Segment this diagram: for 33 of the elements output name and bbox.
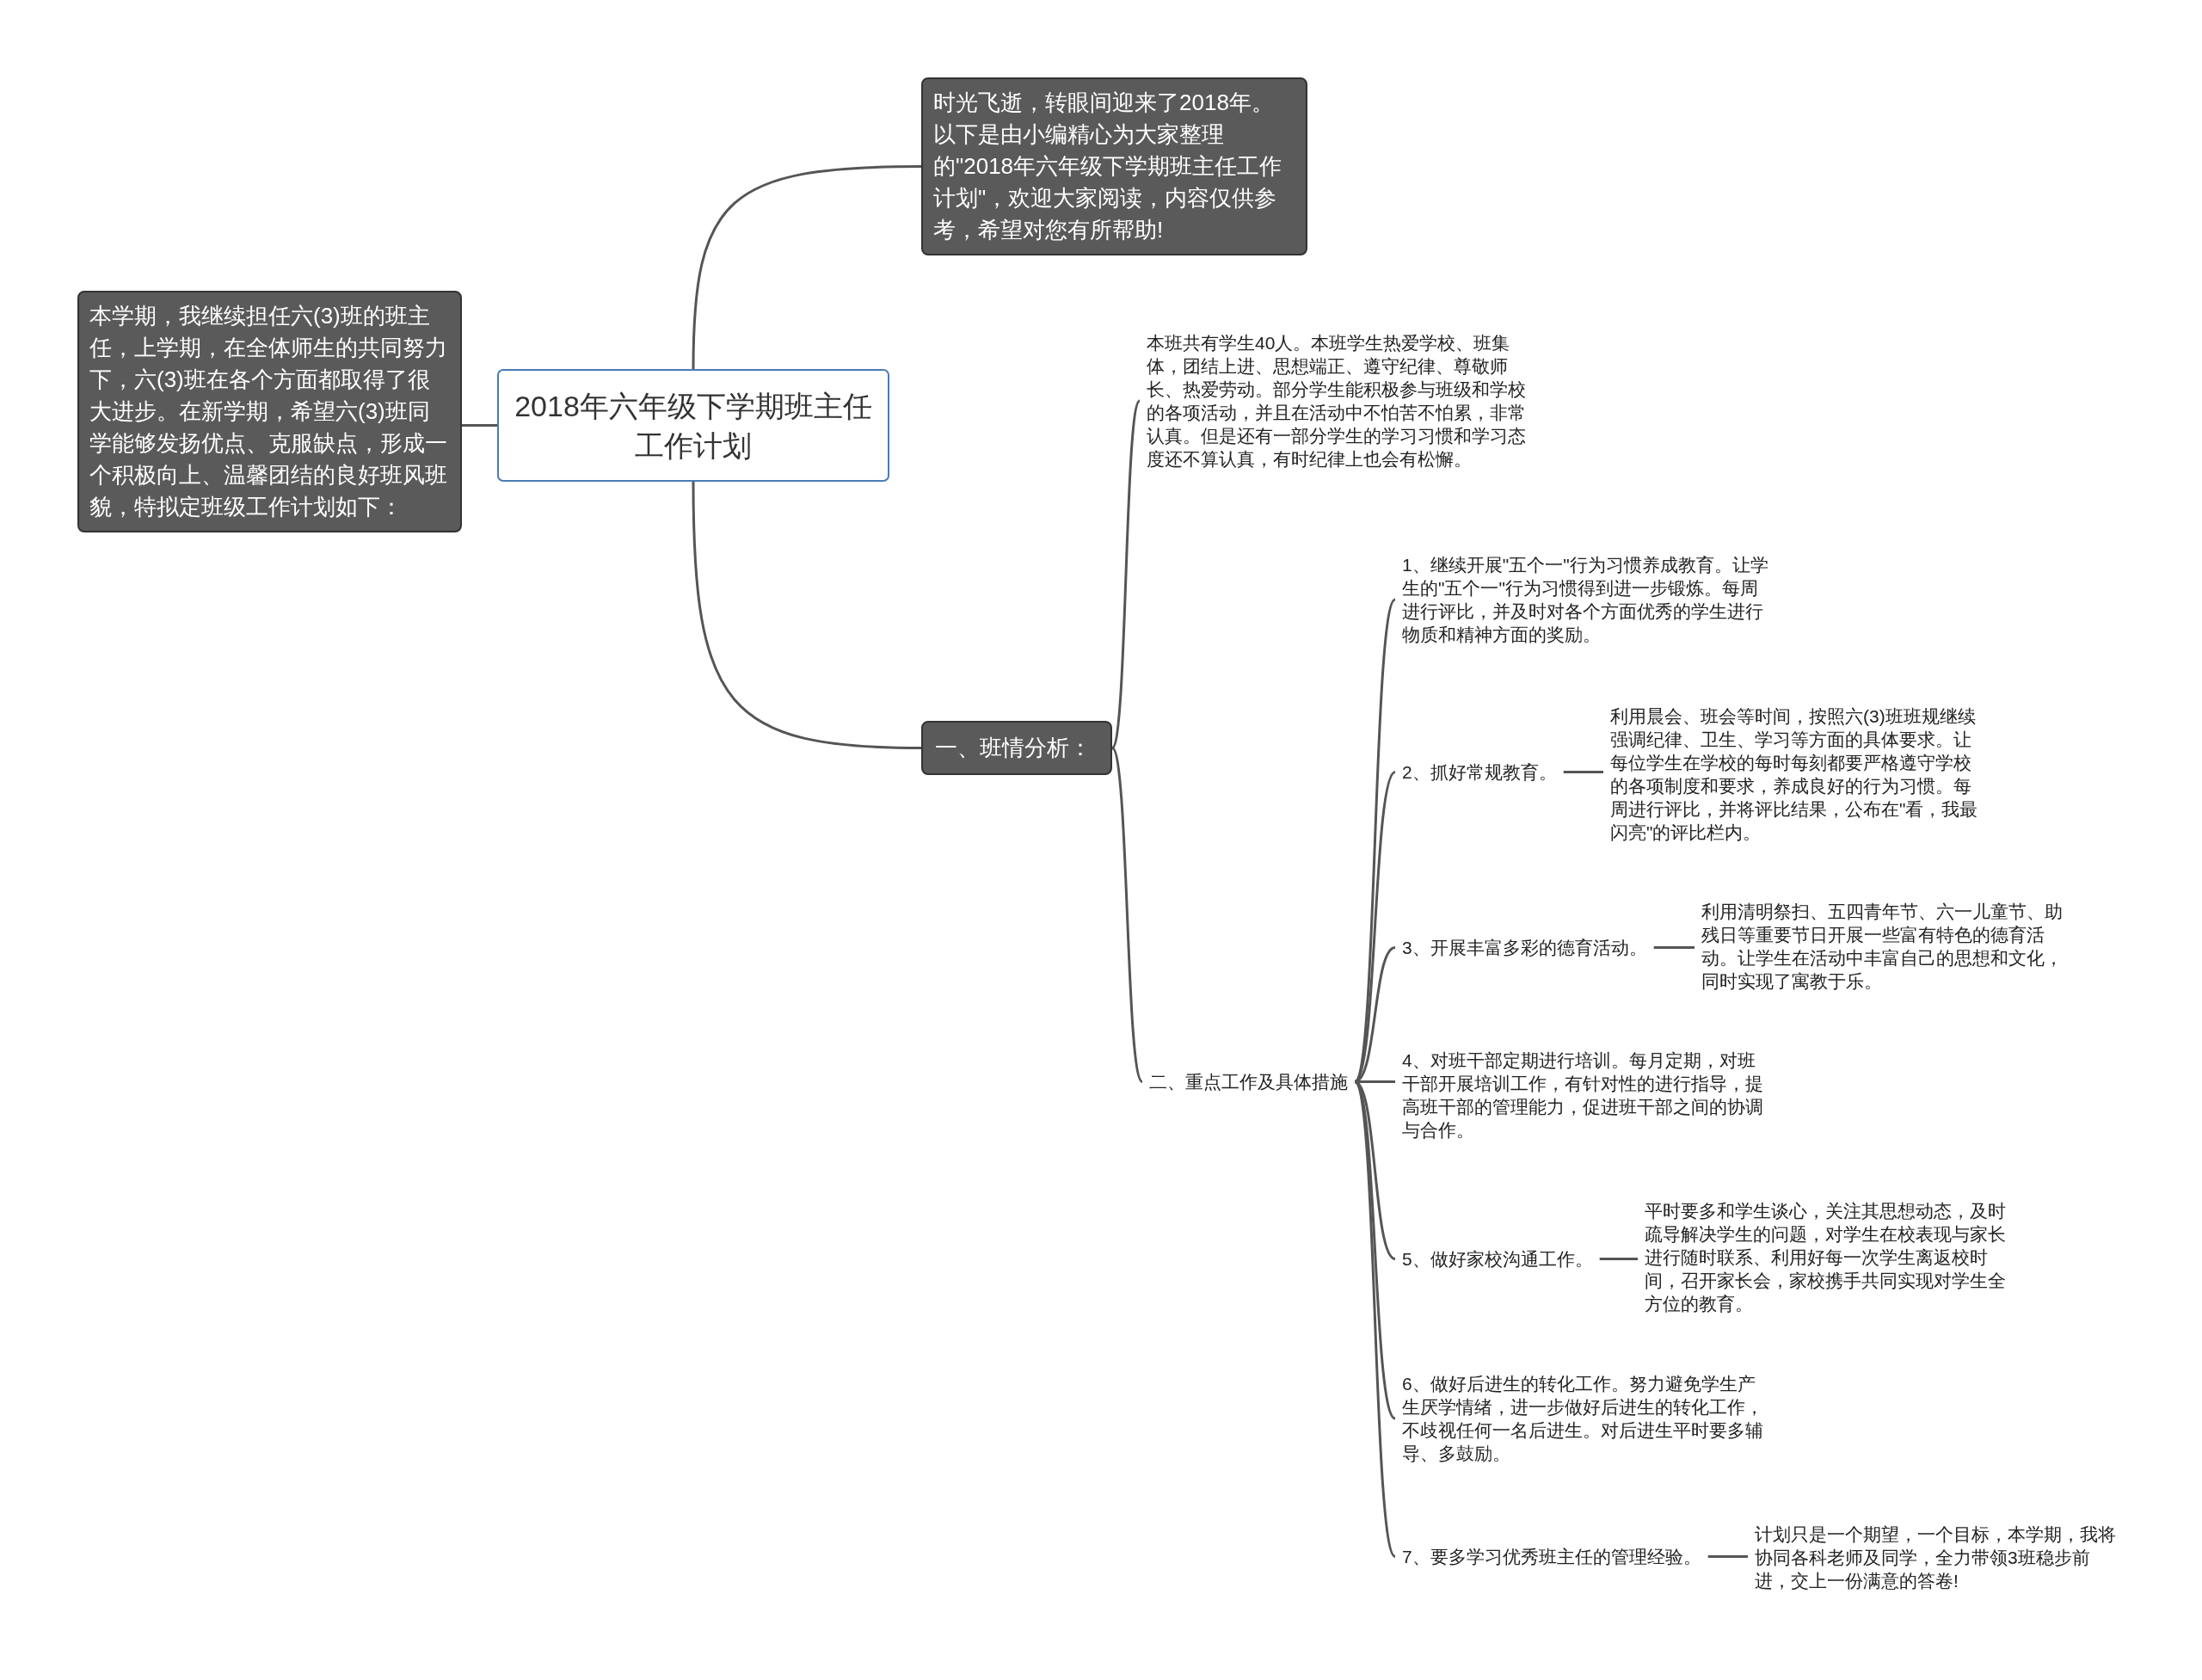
connector-line <box>1707 1555 1748 1558</box>
topic-text: 计划只是一个期望，一个目标，本学期，我将协同各科老师及同学，全力带领3班稳步前进，交上一份满意的答卷! <box>1748 1519 2131 1596</box>
connector-line <box>1653 946 1695 949</box>
note-box <box>921 77 1307 255</box>
topic-text: 3、开展丰富多彩的德育活动。 <box>1395 932 1654 963</box>
topic-text: 4、对班干部定期进行培训。每月定期，对班干部开展培训工作，有针对性的进行指导，提高班干部的管理能力，促进班干部之间的协调与合作。 <box>1395 1045 1779 1145</box>
connector-line <box>1354 946 1396 1083</box>
connector-line <box>1563 771 1603 773</box>
branch-box <box>921 721 1112 775</box>
topic-text: 1、继续开展"五个一"行为习惯养成教育。让学生的"五个一"行为习惯得到进一步锻炼。每周进行评比，并及时对各个方面优秀的学生进行物质和精神方面的奖励。 <box>1395 550 1779 649</box>
branch-text: 一、班情分析： <box>935 734 1092 762</box>
connector-line <box>1599 1258 1638 1260</box>
topic-text: 平时要多和学生谈心，关注其思想动态，及时疏导解决学生的问题，对学生在校表现与家长进行随时联系、利用好每一次学生离返校时间，召开家长会，家校携手共同实现对学生全方位的教育。 <box>1638 1196 2021 1319</box>
note-text: 本学期，我继续担任六(3)班的班主任，上学期，在全体师生的共同努力下，六(3)班在各个方面都取得了很大进步。在新学期，希望六(3)班同学能够发扬优点、克服缺点，形成一个积极向上、温馨团结的良好班风班貌，特拟定班级工作计划如下： <box>89 302 448 521</box>
connector-line <box>462 424 497 427</box>
topic-text: 6、做好后进生的转化工作。努力避免学生产生厌学情绪，进一步做好后进生的转化工作，不歧视任何一名后进生。对后进生平时要多辅导、多鼓励。 <box>1395 1369 1779 1468</box>
topic-text: 利用晨会、班会等时间，按照六(3)班班规继续强调纪律、卫生、学习等方面的具体要求。让每位学生在学校的每时每刻都要严格遵守学校的各项制度和要求，养成良好的行为习惯。每周进行评比，并将评比结果，公布在"看，我最闪亮"的评比栏内。 <box>1603 701 1987 847</box>
topic-text: 利用清明祭扫、五四青年节、六一儿童节、助残日等重要节日开展一些富有特色的德育活动。让学生在活动中丰富自己的思想和文化，同时实现了寓教于乐。 <box>1695 896 2078 996</box>
connector-line <box>692 165 922 370</box>
note-text: 时光飞逝，转眼间迎来了2018年。以下是由小编精心为大家整理的"2018年六年级下学期班主任工作计划"，欢迎大家阅读，内容仅供参考，希望对您有所帮助! <box>933 89 1283 244</box>
topic-text: 二、重点工作及具体措施 <box>1142 1067 1355 1097</box>
topic-text: 2、抓好常规教育。 <box>1395 757 1564 787</box>
topic-text: 5、做好家校沟通工作。 <box>1395 1244 1600 1274</box>
connector-line <box>692 481 922 749</box>
connector-line <box>1110 400 1141 749</box>
topic-text: 7、要多学习优秀班主任的管理经验。 <box>1395 1542 1708 1572</box>
topic-title: 2018年六年级下学期班主任工作计划 <box>514 388 873 464</box>
connector-line <box>1353 1080 1397 1558</box>
central-topic-box <box>497 369 889 482</box>
connector-line <box>1353 771 1397 1083</box>
connector-line <box>1110 747 1144 1083</box>
note-box <box>77 291 462 532</box>
topic-text: 本班共有学生40人。本班学生热爱学校、班集体，团结上进、思想端正、遵守纪律、尊敬师长、热爱劳动。部分学生能积极参与班级和学校的各项活动，并且在活动中不怕苦不怕累，非常认真。但是还有一部分学生的学习习惯和学习态度还不算认真，有时纪律上也会有松懈。 <box>1140 328 1537 474</box>
